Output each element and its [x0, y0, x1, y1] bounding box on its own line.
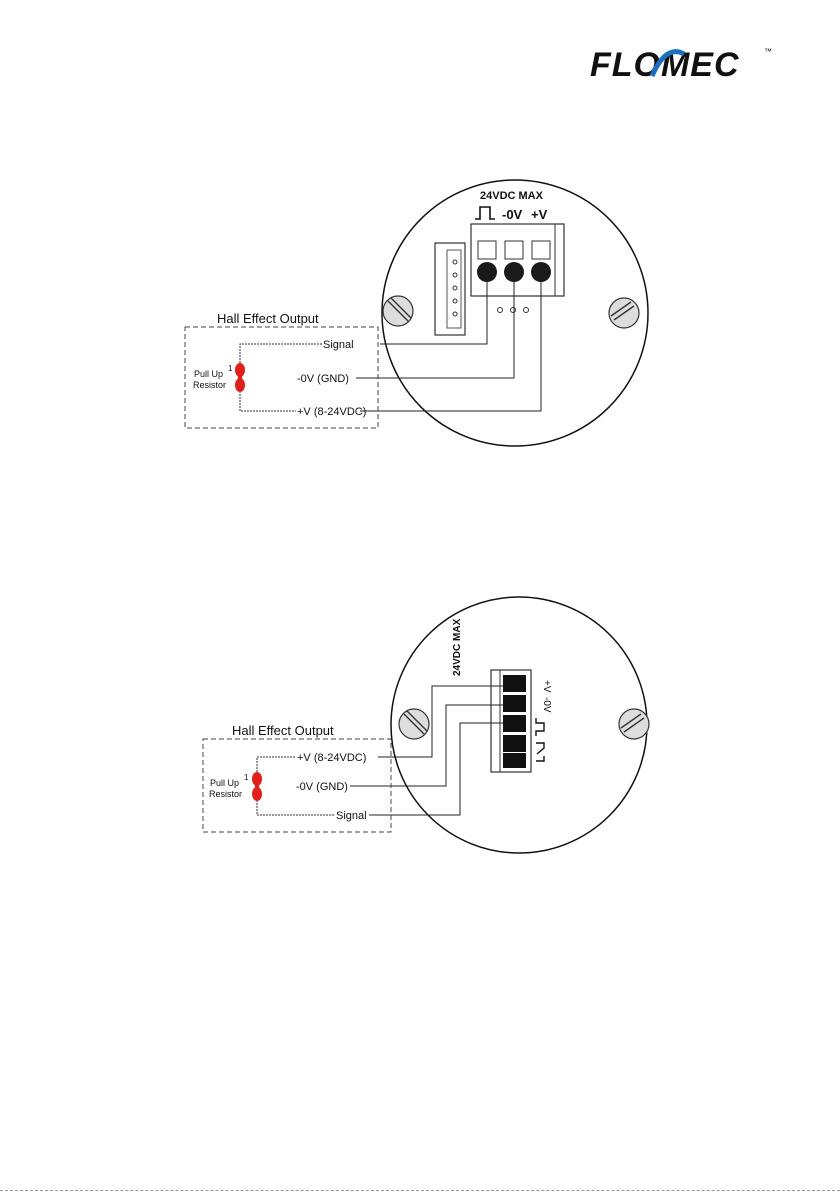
top-diagram: 24VDC MAX -0V +V Hall Effect Output Sign…	[185, 180, 648, 446]
bottom-diagram: 24VDC MAX +V -0V Hall Effect Output +V (…	[203, 597, 649, 853]
top-terminal-vplus: +V	[531, 207, 548, 222]
bottom-terminal-4	[503, 735, 526, 752]
screw-right	[609, 298, 639, 328]
top-terminal-0v: -0V	[502, 207, 523, 222]
bottom-terminal-5	[503, 753, 526, 768]
bottom-resistor-label-1: Pull Up	[210, 778, 239, 788]
page-bottom-rule	[0, 1190, 840, 1191]
top-wire-signal-label: Signal	[323, 339, 354, 351]
bottom-resistor-icon	[252, 772, 262, 801]
bottom-max-label: 24VDC MAX	[452, 618, 463, 676]
bottom-terminal-vplus: +V	[541, 680, 552, 693]
screw-right-bottom	[619, 709, 649, 739]
bottom-wire-signal-label: Signal	[336, 810, 367, 822]
bottom-wire-gnd-label: -0V (GND)	[296, 781, 348, 793]
terminal-screw-vplus	[531, 262, 551, 282]
bottom-terminal-2	[503, 695, 526, 712]
top-wire-vplus-label: +V (8-24VDC)	[297, 406, 366, 418]
pin-connector	[435, 243, 465, 335]
top-resistor-label-1: Pull Up	[194, 369, 223, 379]
screw-left-bottom	[399, 709, 429, 739]
bottom-wire-vplus-label: +V (8-24VDC)	[297, 752, 366, 764]
top-footnote: 1	[228, 364, 233, 373]
terminal-screw-0v	[504, 262, 524, 282]
top-box-title: Hall Effect Output	[217, 311, 319, 326]
bottom-footnote: 1	[244, 773, 249, 782]
terminal-screw-signal	[477, 262, 497, 282]
top-resistor-label-2: Resistor	[193, 380, 226, 390]
bottom-resistor-label-2: Resistor	[209, 789, 242, 799]
top-terminal-block	[471, 224, 564, 296]
bottom-terminal-3	[503, 715, 526, 732]
top-wire-gnd-label: -0V (GND)	[297, 373, 349, 385]
top-resistor-icon	[235, 363, 245, 392]
bottom-terminal-1	[503, 675, 526, 692]
bottom-terminal-0v: -0V	[541, 697, 552, 713]
screw-left	[383, 296, 413, 326]
top-max-label: 24VDC MAX	[480, 190, 544, 202]
bottom-box-title: Hall Effect Output	[232, 723, 334, 738]
